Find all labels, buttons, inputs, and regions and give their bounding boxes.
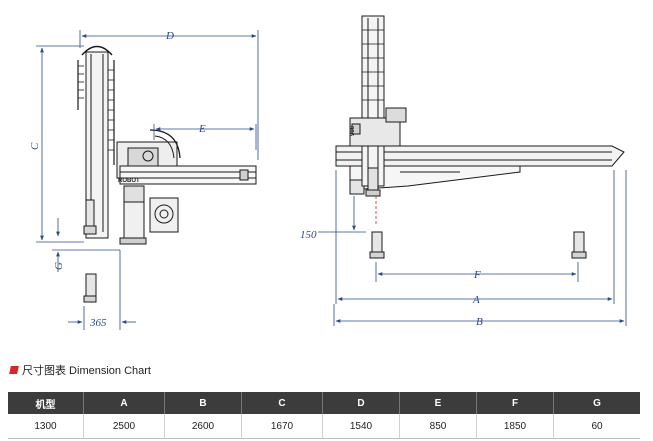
cell-b: 2600 bbox=[164, 414, 242, 439]
right-front-view bbox=[335, 15, 625, 259]
left-side-view bbox=[77, 45, 257, 303]
header-b: B bbox=[164, 392, 242, 414]
side-marking-label: 908 bbox=[350, 125, 356, 136]
right-dimension-lines bbox=[318, 170, 627, 326]
header-a: A bbox=[83, 392, 165, 414]
table-header-row: 机型 A B C D E F G bbox=[8, 392, 640, 414]
technical-drawing: ROBOT D E C G 365 bbox=[29, 15, 627, 330]
dimension-365-label: 365 bbox=[89, 317, 107, 329]
table-row: 1300 2500 2600 1670 1540 850 1850 60 bbox=[8, 414, 640, 439]
title-marker-icon bbox=[9, 366, 19, 374]
left-dimension-lines bbox=[36, 30, 259, 330]
section-title: 尺寸图表 Dimension Chart bbox=[9, 362, 151, 378]
cell-e: 850 bbox=[399, 414, 477, 439]
header-d: D bbox=[322, 392, 400, 414]
cell-model: 1300 bbox=[8, 414, 84, 439]
dimension-d-label: D bbox=[165, 30, 174, 42]
header-f: F bbox=[476, 392, 554, 414]
dimension-b-label: B bbox=[476, 316, 483, 328]
dimension-e-label: E bbox=[198, 123, 206, 135]
header-c: C bbox=[241, 392, 323, 414]
dimension-c-label: C bbox=[29, 142, 41, 150]
dimension-a-label: A bbox=[472, 294, 480, 306]
dimension-150-label: 150 bbox=[300, 229, 317, 241]
cell-a: 2500 bbox=[83, 414, 165, 439]
cell-d: 1540 bbox=[322, 414, 400, 439]
header-e: E bbox=[399, 392, 477, 414]
dimension-f-label: F bbox=[473, 269, 481, 281]
robot-label: ROBOT bbox=[118, 178, 140, 184]
header-g: G bbox=[553, 392, 640, 414]
section-title-text: 尺寸图表 Dimension Chart bbox=[22, 365, 151, 377]
dimension-table: 机型 A B C D E F G 1300 2500 2600 1670 154… bbox=[8, 392, 640, 439]
cell-g: 60 bbox=[553, 414, 640, 439]
header-model: 机型 bbox=[8, 392, 84, 414]
cell-f: 1850 bbox=[476, 414, 554, 439]
cell-c: 1670 bbox=[241, 414, 323, 439]
dimension-g-label: G bbox=[53, 262, 65, 270]
